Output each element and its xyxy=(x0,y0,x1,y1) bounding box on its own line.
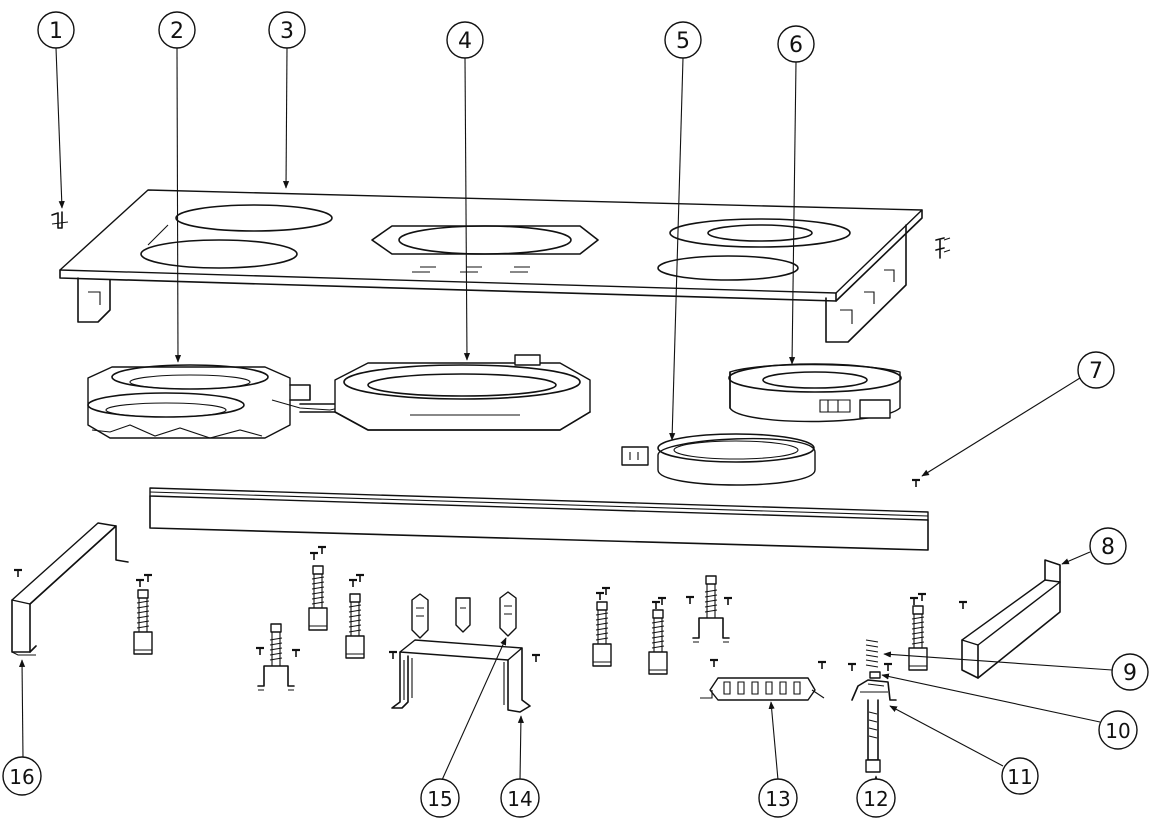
callout-14: 14 xyxy=(500,778,540,818)
front-rail xyxy=(149,487,929,551)
callout-12-label: 12 xyxy=(863,787,888,811)
callout-2: 2 xyxy=(158,11,196,49)
callout-15: 15 xyxy=(420,778,460,818)
dual-element-right xyxy=(728,363,902,423)
callout-3-label: 3 xyxy=(280,19,294,44)
callout-9-label: 9 xyxy=(1123,661,1137,686)
callout-4-label: 4 xyxy=(458,29,472,54)
callout-8: 8 xyxy=(1089,527,1127,565)
callout-8-label: 8 xyxy=(1101,535,1115,560)
callout-10-label: 10 xyxy=(1105,719,1130,743)
large-heating-element xyxy=(334,354,591,431)
callout-16: 16 xyxy=(2,756,42,796)
callout-13-label: 13 xyxy=(765,787,790,811)
callout-7-label: 7 xyxy=(1089,359,1103,384)
terminal-block xyxy=(700,677,825,701)
support-legs xyxy=(133,565,928,691)
callout-7: 7 xyxy=(1077,351,1115,389)
callout-12: 12 xyxy=(856,778,896,818)
leader-lines xyxy=(18,47,1113,783)
small-heating-element xyxy=(621,433,816,486)
callout-4: 4 xyxy=(446,21,484,59)
callout-14-label: 14 xyxy=(507,787,532,811)
dual-heating-element xyxy=(87,364,353,439)
callout-11-label: 11 xyxy=(1007,765,1032,789)
top-mount-screws xyxy=(51,211,951,259)
spring-and-bracket xyxy=(851,639,897,773)
callout-10: 10 xyxy=(1098,710,1138,750)
glass-cooktop xyxy=(59,189,923,343)
callout-1-label: 1 xyxy=(49,19,63,44)
callout-2-label: 2 xyxy=(170,19,184,44)
callout-15-label: 15 xyxy=(427,787,452,811)
callout-9: 9 xyxy=(1111,653,1149,691)
callout-11: 11 xyxy=(1001,757,1039,795)
burner-switches xyxy=(411,591,517,639)
left-side-channel xyxy=(11,522,129,656)
callout-5-label: 5 xyxy=(676,29,690,54)
callout-bubbles: 1 2 3 4 5 6 7 8 9 10 11 12 13 14 15 16 xyxy=(2,11,1149,818)
callout-1: 1 xyxy=(37,11,75,49)
callout-16-label: 16 xyxy=(9,765,34,789)
callout-13: 13 xyxy=(758,778,798,818)
callout-6-label: 6 xyxy=(789,33,803,58)
callout-5: 5 xyxy=(664,21,702,59)
right-side-channel xyxy=(961,559,1061,679)
callout-3: 3 xyxy=(268,11,306,49)
center-u-bracket xyxy=(391,639,531,713)
callout-6: 6 xyxy=(777,25,815,63)
